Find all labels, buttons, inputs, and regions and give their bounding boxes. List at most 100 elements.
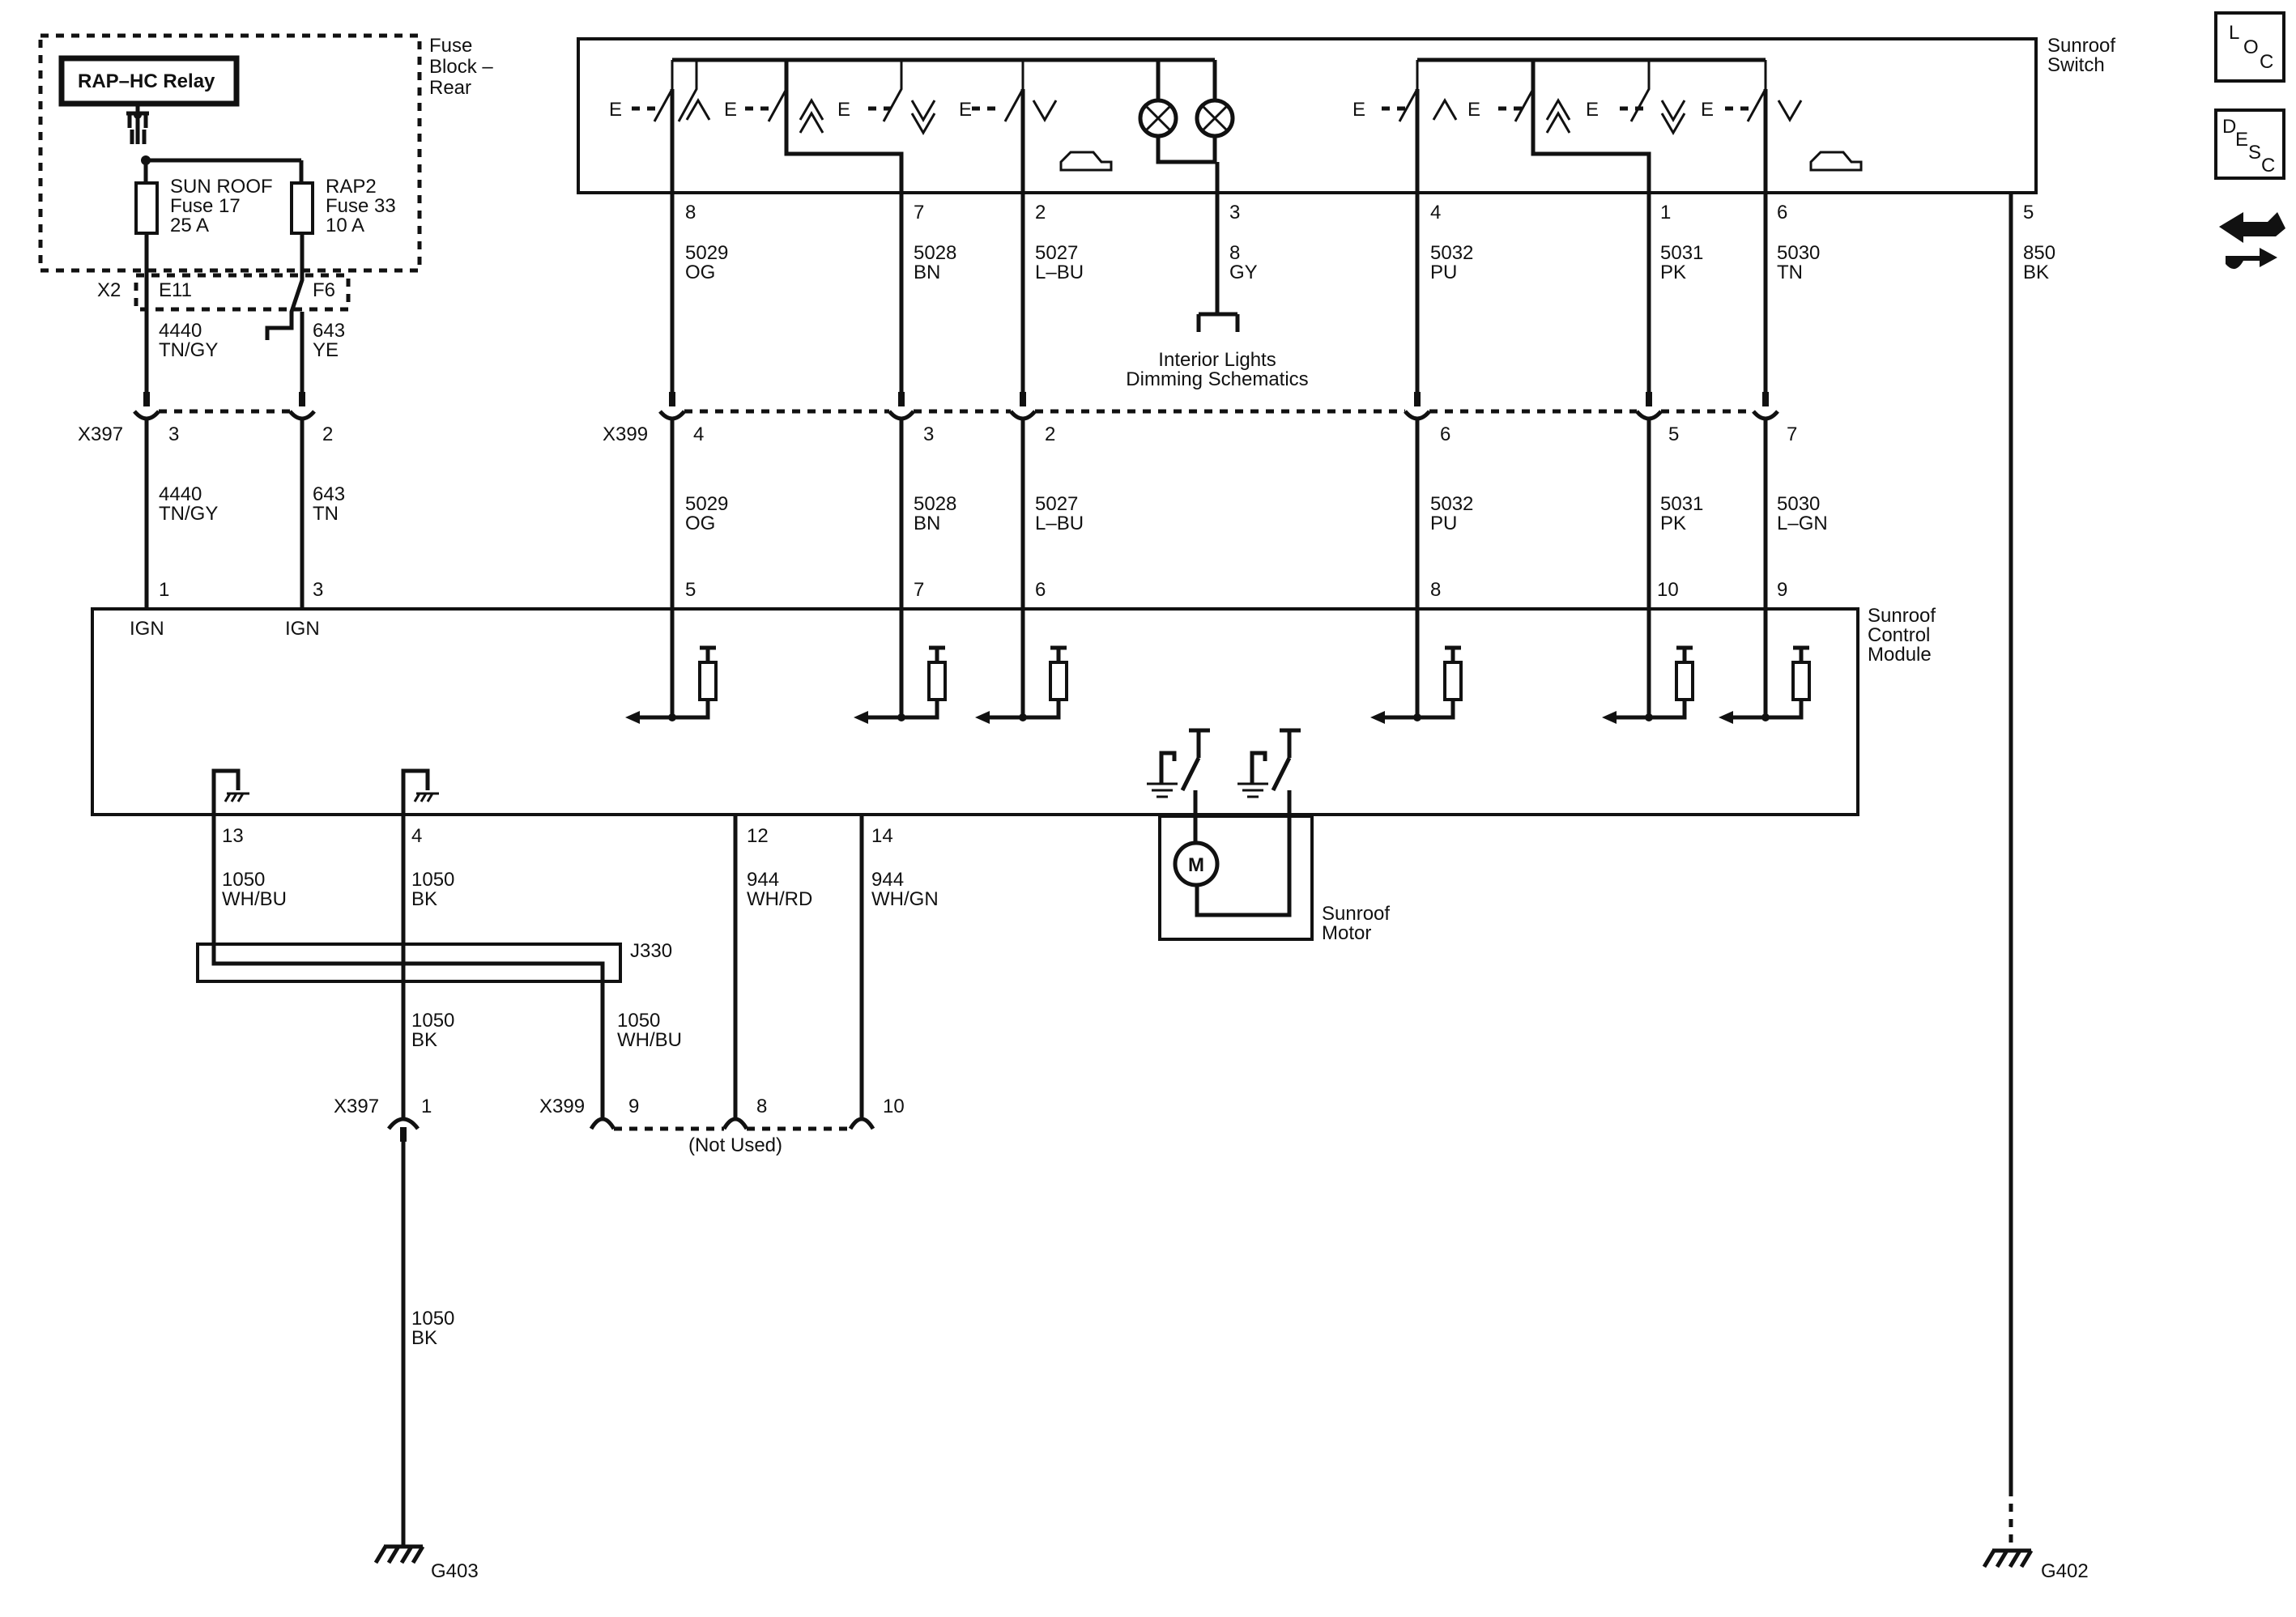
ground-g403: G403 (373, 1544, 479, 1582)
sw-out-pin-8: 8 (685, 202, 696, 223)
sw-out-color-pk: PK (1660, 262, 1686, 283)
gw-circuit: 1050 (411, 1308, 454, 1330)
mw2-circuit: 1050 (411, 869, 454, 891)
sw1-color: BK (411, 1029, 437, 1051)
motor-relays (1147, 728, 1301, 815)
switch-output-wires: 8 5029 OG 7 5028 BN 2 5027 L–BU 3 8 GY 4… (670, 193, 2055, 1551)
mw1-circuit: 1050 (222, 869, 265, 891)
mw4-color: WH/GN (871, 888, 939, 910)
lower-wiring: J330 1050 WH/BU 1050 BK 944 WH/RD 944 WH… (196, 815, 939, 1121)
x397-top-pin-3: 3 (168, 423, 179, 445)
sw2-circuit: 1050 (617, 1010, 660, 1032)
x397w1-color: TN/GY (159, 503, 218, 525)
sw-out-pin-1: 1 (1660, 202, 1671, 223)
sw-out-pin-3: 3 (1229, 202, 1240, 223)
x397-bottom-label: X397 (334, 1096, 379, 1117)
x399-bottom-pin-9: 9 (628, 1096, 639, 1117)
fuse-block-title-3: Rear (429, 77, 471, 99)
f6-pin: F6 (313, 279, 335, 301)
switch-title-1: Sunroof (2047, 35, 2115, 57)
sw-out-color-lbu: L–BU (1035, 262, 1084, 283)
x399-bottom-label: X399 (539, 1096, 585, 1117)
module-pin-13: 13 (222, 825, 244, 847)
sunroof-switch: Sunroof Switch E E (577, 35, 2115, 194)
x397-top-pin-2: 2 (322, 423, 333, 445)
x397w1-circuit: 4440 (159, 483, 202, 505)
e11-pin: E11 (159, 279, 192, 301)
e-label-4: E (959, 99, 972, 121)
ground-g402: G402 (1982, 1548, 2089, 1582)
sw-out-circuit-5032: 5032 (1430, 242, 1473, 264)
sw-out-pin-4: 4 (1430, 202, 1441, 223)
x399w3-circuit: 5027 (1035, 493, 1078, 515)
module-pin-10: 10 (1657, 579, 1679, 601)
desc-letter-e: E (2235, 129, 2248, 151)
sw-out-circuit-5027: 5027 (1035, 242, 1078, 264)
e-label-2: E (724, 99, 737, 121)
x399-bottom-connector: X399 9 8 10 (Not Used) (539, 1096, 905, 1156)
splice-j330 (196, 943, 622, 983)
sw-out-circuit-5028: 5028 (914, 242, 956, 264)
motor-title-2: Motor (1322, 922, 1371, 944)
module-pin-12: 12 (747, 825, 769, 847)
switch-title-2: Switch (2047, 54, 2105, 76)
e-label-1: E (609, 99, 622, 121)
motor-symbol: M (1188, 854, 1204, 876)
sw-out-color-bk: BK (2023, 262, 2049, 283)
sw-out-circuit-5031: 5031 (1660, 242, 1703, 264)
sw1-circuit: 1050 (411, 1010, 454, 1032)
x399-top-pin-7: 7 (1787, 423, 1797, 445)
x399-top-pin-4: 4 (693, 423, 704, 445)
e-label-5: E (1352, 99, 1365, 121)
x397-top-label: X397 (78, 423, 123, 445)
fuse-block-title-1: Fuse (429, 35, 472, 57)
module-pin-7: 7 (914, 579, 924, 601)
sw-out-color-bn: BN (914, 262, 940, 283)
sw-out-color-og: OG (685, 262, 715, 283)
x397-top-connector: X397 3 2 4440 TN/GY 643 TN (78, 363, 345, 607)
fuse-b-line-2: Fuse 33 (326, 195, 396, 217)
mw4-circuit: 944 (871, 869, 904, 891)
x399w1-circuit: 5029 (685, 493, 728, 515)
relay-label: RAP–HC Relay (78, 70, 215, 92)
ign-label-2: IGN (285, 618, 320, 640)
x397-bottom-connector: X397 1 1050 BK (334, 1096, 454, 1547)
mw3-color: WH/RD (747, 888, 812, 910)
x2-label: X2 (97, 279, 121, 301)
fuse-a-line-3: 25 A (170, 215, 209, 236)
description-icon[interactable]: D E S C (2214, 109, 2285, 180)
desc-letter-c: C (2261, 155, 2275, 177)
sunroof-motor: M Sunroof Motor (1158, 815, 1390, 944)
x397-bottom-pin: 1 (421, 1096, 432, 1117)
module-pin-1: 1 (159, 579, 169, 601)
module-pin-5: 5 (685, 579, 696, 601)
x399-top-label: X399 (603, 423, 648, 445)
sw-out-circuit-5030: 5030 (1777, 242, 1820, 264)
e-label-6: E (1467, 99, 1480, 121)
mw1-color: WH/BU (222, 888, 287, 910)
x397w2-color: TN (313, 503, 339, 525)
sw-out-pin-5: 5 (2023, 202, 2034, 223)
x399w1-color: OG (685, 513, 715, 534)
sw-out-color-tn: TN (1777, 262, 1803, 283)
sw-out-circuit-850: 850 (2023, 242, 2055, 264)
module-title-3: Module (1868, 644, 1932, 666)
x397w2-circuit: 643 (313, 483, 345, 505)
fuse-b-line-1: RAP2 (326, 176, 377, 198)
fuse-17 (134, 181, 159, 235)
input-pullups (625, 609, 1811, 724)
x399w4-circuit: 5032 (1430, 493, 1473, 515)
fuse-33 (290, 181, 314, 235)
fuse-block-title-2: Block – (429, 56, 493, 78)
x399-top-pin-6: 6 (1440, 423, 1450, 445)
x399-top-pin-3: 3 (923, 423, 934, 445)
location-icon[interactable]: L O C (2214, 11, 2285, 83)
x399w3-color: L–BU (1035, 513, 1084, 534)
sw2-color: WH/BU (617, 1029, 682, 1051)
x399w6-color: L–GN (1777, 513, 1828, 534)
sw-out-color-gy: GY (1229, 262, 1258, 283)
diagnostics-icon[interactable] (2219, 212, 2285, 270)
x399-top-pin-5: 5 (1668, 423, 1679, 445)
x399-top-pin-2: 2 (1045, 423, 1055, 445)
